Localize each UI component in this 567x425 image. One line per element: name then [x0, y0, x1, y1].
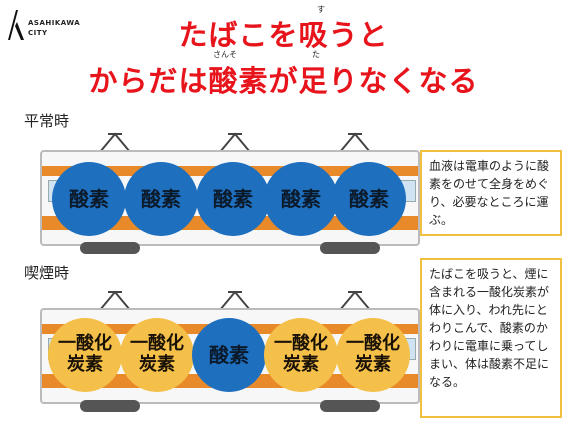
molecule-label-top: 一酸化 — [58, 333, 112, 355]
title-line-1: たばこを吸うと — [178, 18, 389, 52]
train-wheels — [320, 400, 380, 412]
normal-description-box: 血液は電車のように酸素をのせて全身をめぐり、必要なところに運ぶ。 — [420, 150, 562, 236]
ruby-sanso: さんそ — [213, 50, 237, 59]
molecule-label-top: 一酸化 — [346, 333, 400, 355]
train-wheels — [80, 242, 140, 254]
asahikawa-logo-mark-icon — [8, 10, 24, 40]
molecule-label-bottom: 炭素 — [67, 354, 103, 375]
ruby-su: す — [317, 5, 325, 14]
ruby-ta: た — [312, 50, 320, 59]
section-label-smoking: 喫煙時 — [24, 264, 70, 282]
pantograph-icon — [99, 132, 371, 153]
molecule-label-bottom: 炭素 — [283, 354, 319, 375]
carbon-monoxide-molecule: 一酸化 炭素 — [264, 318, 338, 392]
oxygen-molecule: 酸素 — [332, 162, 406, 236]
title-line-2: からだは酸素が足りなくなる — [88, 64, 479, 98]
logo-text: ASAHIKAWA CITY — [28, 18, 80, 38]
asahikawa-city-logo: ASAHIKAWA CITY — [6, 8, 106, 42]
carbon-monoxide-molecule: 一酸化 炭素 — [336, 318, 410, 392]
molecule-label-bottom: 炭素 — [139, 354, 175, 375]
oxygen-molecule: 酸素 — [124, 162, 198, 236]
molecule-label-top: 酸素 — [209, 342, 249, 367]
train-smoking: 一酸化 炭素 一酸化 炭素 酸素 一酸化 炭素 一酸化 炭素 — [40, 286, 420, 416]
carbon-monoxide-molecule: 一酸化 炭素 — [120, 318, 194, 392]
train-wheels — [320, 242, 380, 254]
pantograph-icon — [99, 290, 371, 311]
carbon-monoxide-molecule: 一酸化 炭素 — [48, 318, 122, 392]
train-wheels — [80, 400, 140, 412]
oxygen-molecule: 酸素 — [192, 318, 266, 392]
section-label-normal: 平常時 — [24, 112, 70, 130]
oxygen-molecule: 酸素 — [52, 162, 126, 236]
molecule-label-top: 一酸化 — [130, 333, 184, 355]
molecule-label-top: 一酸化 — [274, 333, 328, 355]
molecule-label-bottom: 炭素 — [355, 354, 391, 375]
train-normal: 酸素 酸素 酸素 酸素 酸素 — [40, 128, 420, 258]
smoking-description-box: たばこを吸うと、煙に含まれる一酸化炭素が体に入り、われ先にとわりこんで、酸素のか… — [420, 258, 562, 418]
oxygen-molecule: 酸素 — [264, 162, 338, 236]
oxygen-molecule: 酸素 — [196, 162, 270, 236]
logo-line-2: CITY — [28, 29, 48, 37]
logo-line-1: ASAHIKAWA — [28, 19, 81, 27]
